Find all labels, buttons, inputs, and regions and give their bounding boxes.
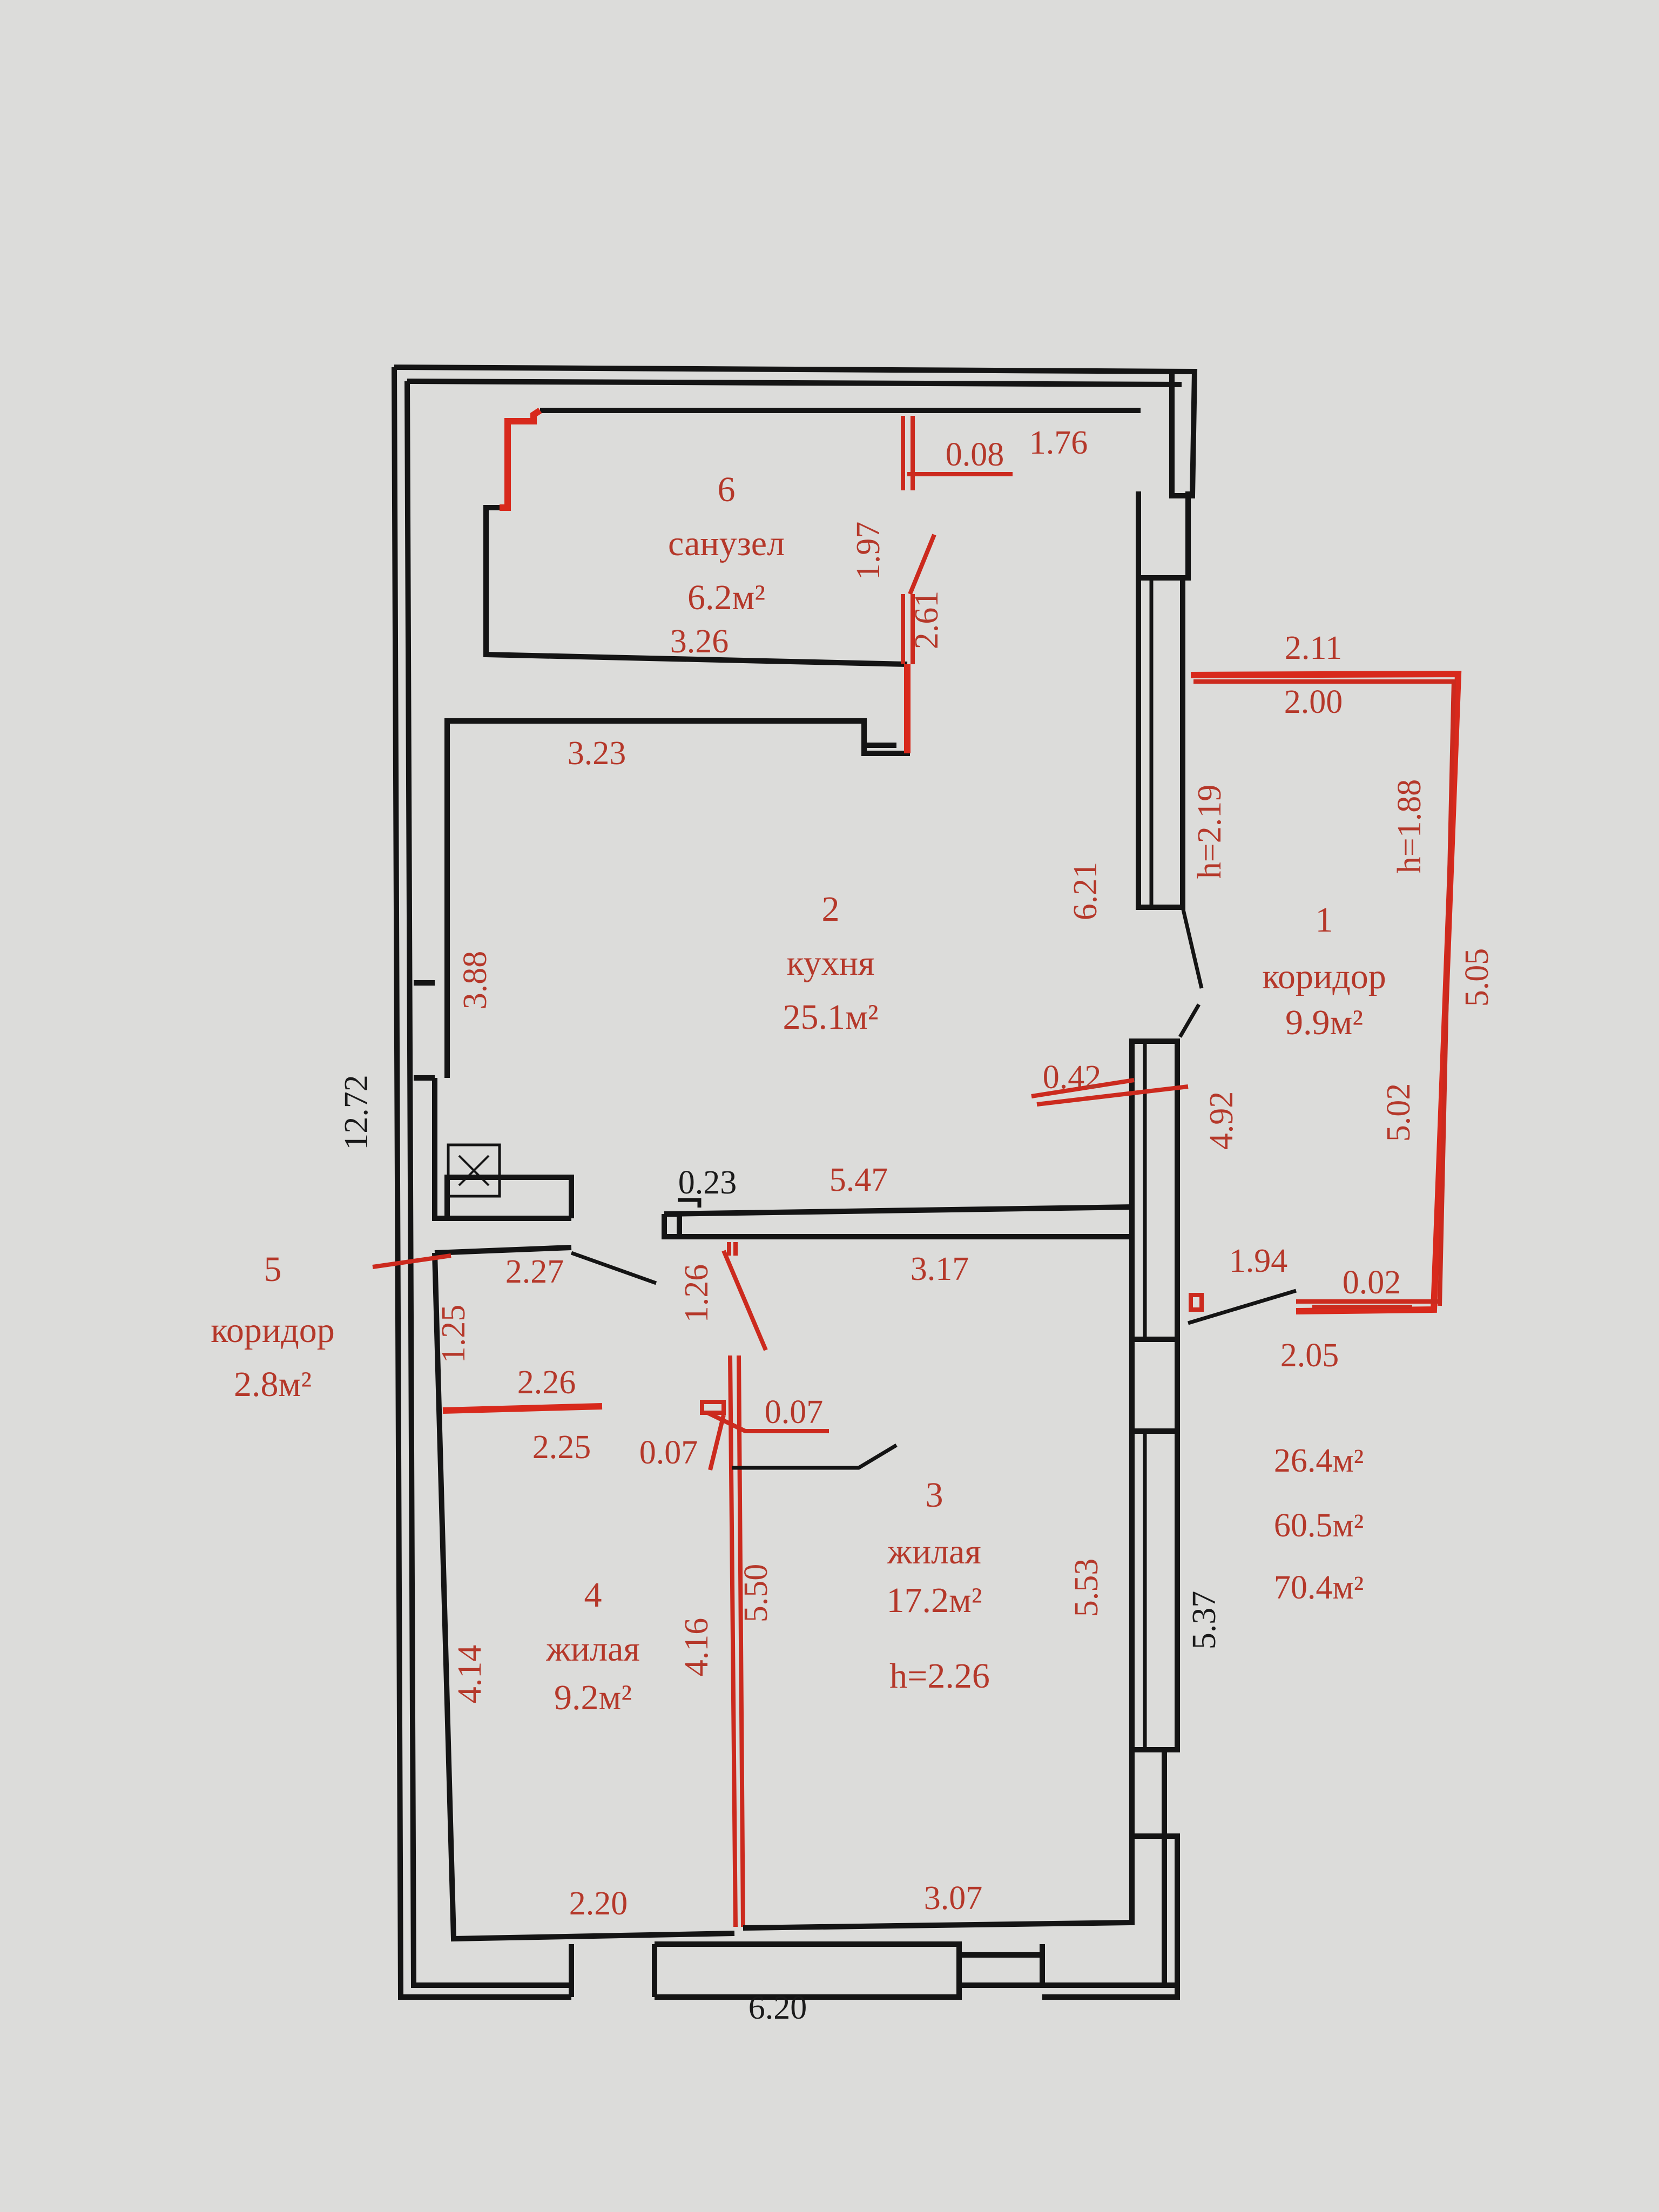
dim-corridor1-side: 4.92 [1203,1091,1240,1150]
kitchen-walls [444,718,1132,1239]
room-name: кухня [787,943,875,983]
dim-kitchen-bottom: 5.47 [830,1162,888,1198]
dim-200: 2.00 [1284,684,1343,720]
room-label-2: 2 кухня 25.1м² [783,889,878,1037]
dim-corridor5-width: 2.27 [505,1253,564,1290]
dim-007b: 0.07 [765,1394,824,1431]
room-name: жилая [545,1629,640,1669]
dim-002: 0.02 [1343,1264,1401,1301]
room-area: 6.2м² [687,578,765,617]
dim-corridor5-side: 1.25 [435,1305,472,1364]
dim-room3-bottom: 3.07 [924,1880,983,1917]
total-usable: 60.5м² [1274,1507,1364,1544]
red-dimension-labels: 0.08 0.42 0.02 2.26 2.25 0.07 0.07 5.50 [517,436,1401,1622]
leader-lines [907,472,1412,1309]
room-name: жилая [887,1532,981,1572]
room-area: 9.2м² [554,1678,632,1717]
dim-bath-bottom: 3.26 [670,623,729,660]
annex-outline [1190,670,1462,1314]
room-label-5: 5 коридор 2.8м² [211,1250,335,1404]
room-area: 25.1м² [783,997,878,1037]
room-name: коридор [1262,957,1386,996]
dim-kitchen-left: 3.88 [457,951,494,1010]
room4-walls [432,1242,1135,1942]
room-area: 2.8м² [234,1365,312,1404]
bathroom-walls [483,408,1141,756]
dim-kitchen-right: 6.21 [1067,862,1104,921]
dim-007a: 0.07 [639,1434,698,1471]
room-label-3: 3 жилая 17.2м² h=2.26 [886,1475,989,1696]
room-area: 9.9м² [1285,1003,1363,1042]
dim-room3-top: 3.17 [911,1251,969,1287]
dim-h188: h=1.88 [1391,779,1428,873]
door-markers [372,907,1297,1471]
room-number: 6 [718,470,736,509]
dim-505: 5.05 [1459,948,1495,1007]
dim-042: 0.42 [1043,1059,1102,1096]
dim-total-height: 12.72 [338,1075,375,1150]
total-living: 26.4м² [1274,1442,1364,1479]
dim-225: 2.25 [532,1429,591,1466]
dim-door-126: 1.26 [678,1264,715,1323]
dim-502: 5.02 [1380,1083,1417,1142]
dim-wall-416: 4.16 [678,1618,715,1677]
room-label-6: 6 санузел 6.2м² [668,470,785,617]
dim-room3-right: 5.53 [1068,1559,1105,1617]
room-label-4: 4 жилая 9.2м² [545,1575,640,1717]
dim-room4-bottom: 2.20 [569,1885,628,1922]
dim-194: 1.94 [1229,1243,1288,1279]
dim-h219: h=2.19 [1191,785,1228,879]
dimension-labels: 12.72 6.20 5.37 3.88 3.23 6.21 5.47 0.23… [338,424,1495,2026]
dim-kitchen-top: 3.23 [568,735,626,772]
room-number: 3 [926,1475,943,1515]
room-name: санузел [668,524,785,563]
dim-bath-197: 1.97 [850,522,887,581]
room-name: коридор [211,1311,335,1350]
dim-008: 0.08 [946,436,1004,473]
dim-bath-261: 2.61 [908,591,945,650]
room-area: 17.2м² [886,1581,982,1620]
room-label-1: 1 коридор 9.9м² [1262,900,1386,1042]
dim-550: 5.50 [738,1564,774,1623]
dim-bath-176: 1.76 [1029,424,1088,461]
right-wall [1129,491,1191,1839]
total-overall: 70.4м² [1274,1569,1364,1606]
dim-total-width: 6.20 [748,1990,807,2026]
room-number: 4 [584,1575,602,1615]
outer-wall [392,365,1198,2000]
room-height: h=2.26 [889,1656,990,1696]
ventilation-icon [447,1143,501,1198]
room-number: 1 [1316,900,1333,940]
dim-205: 2.05 [1280,1337,1339,1374]
area-totals: 26.4м² 60.5м² 70.4м² [1274,1442,1364,1606]
dim-226: 2.26 [517,1364,576,1401]
dim-right-lower: 5.37 [1186,1591,1223,1650]
room-number: 5 [264,1250,282,1289]
room-number: 2 [822,889,840,929]
dim-211: 2.11 [1285,630,1342,666]
dim-room4-left: 4.14 [451,1645,488,1704]
dim-partition: 0.23 [678,1164,737,1201]
